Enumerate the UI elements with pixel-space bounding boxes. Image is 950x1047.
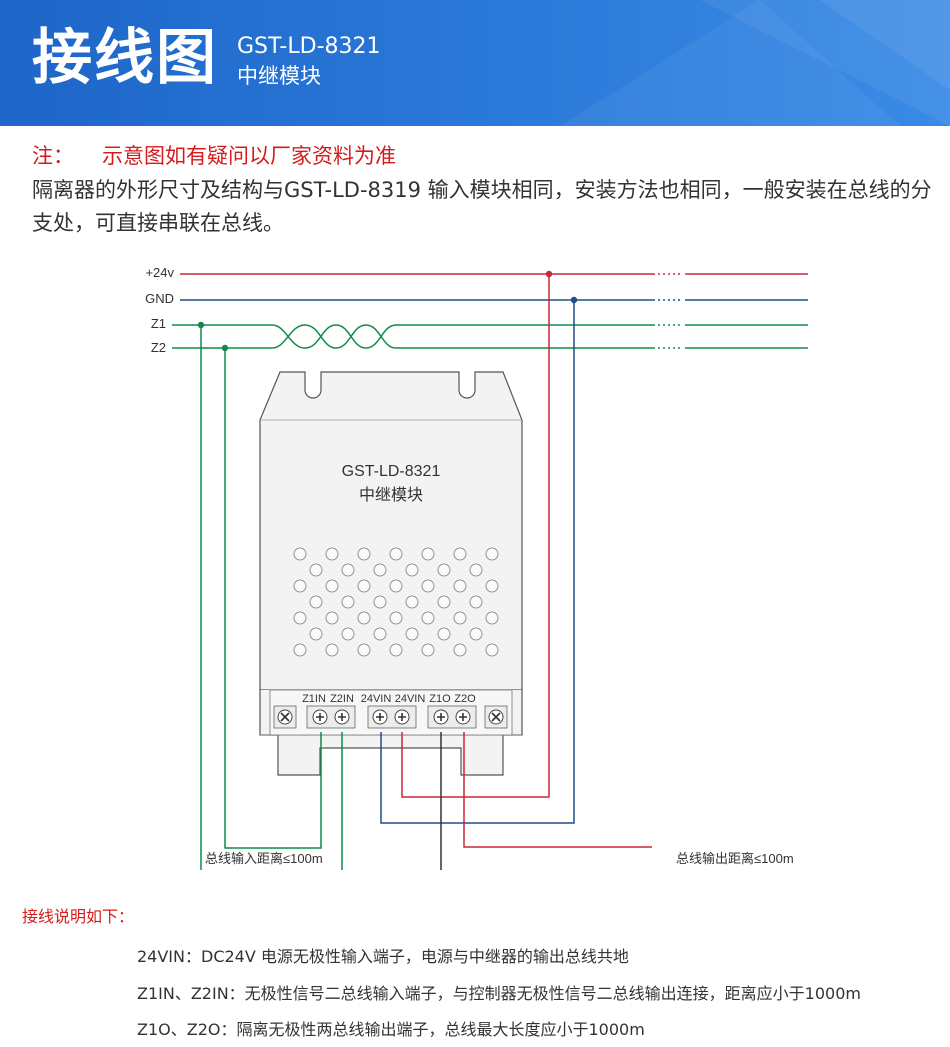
terminal-label-z2o: Z2O (454, 693, 476, 705)
vent-hole (309, 627, 323, 641)
vent-hole (325, 643, 339, 657)
terminal-label-z2in: Z2IN (330, 693, 354, 705)
banner-decoration (560, 0, 950, 126)
vent-hole (309, 563, 323, 577)
terminal-label-z1o: Z1O (429, 693, 451, 705)
bus-z1-z2 (172, 324, 808, 349)
terminal-label-24vin-2: 24VIN (395, 693, 426, 705)
vent-hole (485, 547, 499, 561)
header-banner: 接线图 GST-LD-8321 中继模块 (0, 0, 950, 126)
header-product-name: 中继模块 (237, 64, 321, 88)
vent-hole (341, 563, 355, 577)
vent-hole (389, 579, 403, 593)
terminal-screw-icon (334, 709, 350, 725)
vent-hole (485, 579, 499, 593)
vent-hole (341, 627, 355, 641)
vent-hole (469, 595, 483, 609)
bus-label-z1: Z1 (151, 316, 166, 331)
vent-hole (357, 643, 371, 657)
description: 隔离器的外形尺寸及结构与GST-LD-8319 输入模块相同，安装方法也相同，一… (32, 178, 932, 235)
vent-hole (453, 611, 467, 625)
vent-hole (453, 547, 467, 561)
vent-hole (325, 611, 339, 625)
relay-module-device: GST-LD-8321 中继模块 Z1IN Z2IN 24VIN 24VIN Z… (259, 371, 523, 776)
vent-hole (373, 627, 387, 641)
vent-hole (437, 595, 451, 609)
terminal-screw-icon (455, 709, 471, 725)
vent-hole (293, 579, 307, 593)
wire-24v-to-24vin (401, 274, 550, 798)
note-label: 注： (32, 144, 74, 168)
page-title: 接线图 (32, 23, 218, 93)
terminal-screw-icon (394, 709, 410, 725)
vent-hole (405, 627, 419, 641)
vent-hole (341, 595, 355, 609)
wiring-diagram: +24v GND Z1 Z2 GST-LD-8321 中继模块 Z1IN Z2I… (145, 265, 808, 870)
device-model: GST-LD-8321 (342, 463, 441, 480)
mount-screw-left-icon (277, 709, 293, 725)
bus-label-gnd: GND (145, 291, 174, 306)
vent-hole (421, 611, 435, 625)
vent-hole (373, 563, 387, 577)
wiring-line-zin: Z1IN、Z2IN：无极性信号二总线输入端子，与控制器无极性信号二总线输出连接，… (137, 984, 861, 1003)
vent-hole (437, 563, 451, 577)
vent-hole (293, 547, 307, 561)
bus-label-24v: +24v (145, 265, 174, 280)
vent-hole (389, 643, 403, 657)
vent-hole (421, 643, 435, 657)
vent-hole (469, 627, 483, 641)
terminal-label-z1in: Z1IN (302, 693, 326, 705)
vent-hole (325, 579, 339, 593)
input-distance-note: 总线输入距离≤100m (205, 851, 323, 866)
vent-hole (421, 547, 435, 561)
vent-hole (293, 643, 307, 657)
terminal-screws (273, 705, 508, 729)
mount-screw-right-icon (488, 709, 504, 725)
terminal-label-24vin-1: 24VIN (361, 693, 392, 705)
header-model: GST-LD-8321 (237, 34, 381, 59)
vent-hole (469, 563, 483, 577)
wiring-title: 接线说明如下： (22, 907, 135, 926)
note: 注： 示意图如有疑问以厂家资料为准 (32, 142, 396, 170)
terminal-screw-icon (372, 709, 388, 725)
junction-z1 (197, 321, 205, 329)
wiring-line-24vin: 24VIN：DC24V 电源无极性输入端子，电源与中继器的输出总线共地 (137, 947, 629, 966)
vent-hole (405, 595, 419, 609)
vent-hole (485, 611, 499, 625)
vent-hole (405, 563, 419, 577)
vent-holes (293, 547, 499, 657)
wire-gnd-to-24vin (380, 300, 575, 824)
vent-hole (437, 627, 451, 641)
vent-hole (357, 579, 371, 593)
wire-z2o-output (463, 732, 652, 848)
vent-hole (453, 579, 467, 593)
vent-hole (373, 595, 387, 609)
vent-hole (485, 643, 499, 657)
bus-label-z2: Z2 (151, 340, 166, 355)
junction-24v (545, 270, 553, 278)
output-distance-note: 总线输出距离≤100m (676, 851, 794, 866)
wiring-line-zo: Z1O、Z2O：隔离无极性两总线输出端子，总线最大长度应小于1000m (137, 1020, 645, 1039)
vent-hole (309, 595, 323, 609)
junction-z2 (221, 344, 229, 352)
vent-hole (389, 611, 403, 625)
vent-hole (293, 611, 307, 625)
vent-hole (325, 547, 339, 561)
input-branch-wires (200, 325, 343, 870)
vent-hole (389, 547, 403, 561)
note-text: 示意图如有疑问以厂家资料为准 (102, 144, 396, 168)
vent-hole (421, 579, 435, 593)
terminal-screw-icon (312, 709, 328, 725)
vent-hole (357, 547, 371, 561)
terminal-screw-icon (433, 709, 449, 725)
vent-hole (357, 611, 371, 625)
device-name: 中继模块 (359, 486, 423, 504)
junction-gnd (570, 296, 578, 304)
vent-hole (453, 643, 467, 657)
